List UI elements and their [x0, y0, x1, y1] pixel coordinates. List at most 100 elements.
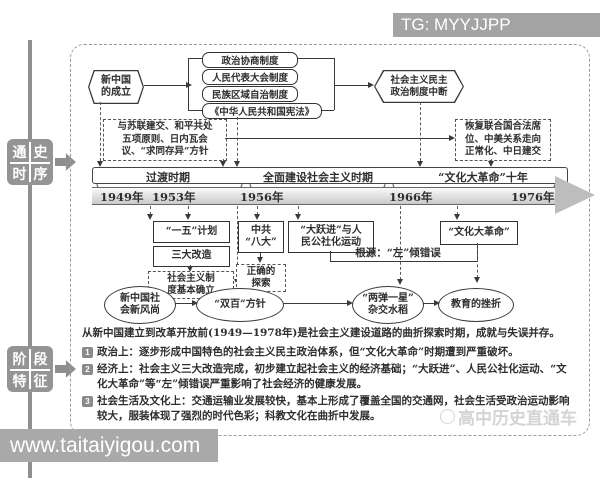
seal-char: 通 [10, 142, 29, 162]
brand-watermark: 高中历史直通车 [440, 404, 577, 429]
institution-box: 人民代表大会制度 [202, 69, 298, 85]
arrow-head-icon [453, 214, 460, 220]
great-leap-box: “大跃进”与人 民公社化运动 [288, 221, 374, 253]
arrow-head-icon [146, 214, 153, 220]
culture-oval: “双百”方针 [196, 288, 284, 322]
connector-line [423, 303, 437, 304]
seal-grid: 通 史 时 序 [10, 142, 50, 184]
connector-line [144, 85, 186, 86]
seal-char: 阶 [10, 349, 29, 369]
five-year-plan-box: “一五”计划 [153, 221, 230, 243]
arrow-head-icon [294, 214, 301, 220]
dashed-connector [477, 243, 478, 278]
dashed-connector [237, 206, 238, 280]
hexagon-founding: 新中国 的成立 [88, 70, 144, 104]
seal-char: 时 [10, 164, 29, 184]
early-diplomacy-box: 与苏联建交、和平共处 五项原则、日内瓦会 议、“求同存异”方针 [103, 119, 227, 161]
connector-line [188, 58, 202, 59]
summary-item-text: 经济上：社会主义三大改造完成，初步建立起社会主义的经济基础；“大跃进”、人民公社… [97, 363, 567, 390]
dashed-connector [237, 117, 238, 161]
seal-char: 段 [31, 349, 50, 369]
item-number-badge: 1 [82, 347, 93, 358]
summary-item: 1 政治上：逐步形成中国特色的社会主义民主政治体系，但“文化大革命”时期遭到严重… [82, 345, 570, 360]
connector-line [260, 252, 261, 259]
dashed-connector [100, 102, 101, 161]
connector-line [330, 251, 331, 261]
connector-line [330, 261, 477, 262]
dashed-connector [491, 159, 492, 162]
summary-item-text: 政治上：逐步形成中国特色的社会主义民主政治体系，但“文化大革命”时期遭到严重破坏… [97, 346, 519, 358]
timeline-arrowhead [555, 176, 595, 214]
arrow-head-icon [368, 81, 374, 88]
hexagon-interruption-label: 社会主义民主 政治制度中断 [375, 71, 463, 102]
seal-char: 征 [31, 371, 50, 391]
connector-line [334, 85, 368, 86]
dashed-connector [298, 206, 299, 215]
year-label: 1976年 [511, 190, 555, 204]
diagram-border [70, 44, 590, 436]
period-label: 过渡时期 [146, 171, 190, 184]
left-rail-line [28, 40, 32, 478]
tg-watermark-badge: TG: MYYJJPP [393, 13, 600, 37]
connector-line [225, 138, 449, 139]
institution-box: 政治协商制度 [202, 52, 298, 68]
cultural-revolution-box: “文化大革命” [440, 221, 518, 245]
arrow-head-icon [233, 161, 240, 167]
institution-box: 《中华人民共和国宪法》 [202, 103, 322, 119]
summary-intro: 从新中国建立到改革开放前(1949—1978年)是社会主义建设道路的曲折探索时期… [82, 327, 560, 339]
year-label: 1949年 [100, 190, 144, 204]
dashed-connector [420, 102, 421, 161]
year-label: 1953年 [152, 190, 196, 204]
summary-item: 3 社会生活及文化上：交通运输业发展较快，基本上形成了覆盖全国的交通网，社会生活… [82, 394, 570, 424]
general-history-seal: 通 史 时 序 [7, 139, 53, 185]
brand-logo-icon [440, 409, 455, 424]
site-watermark-badge: www.taitaiyigou.com [0, 429, 218, 462]
root-cause-label: 根源：“左”倾错误 [355, 247, 441, 259]
hexagon-interruption: 社会主义民主 政治制度中断 [374, 70, 464, 103]
connector-line [188, 58, 189, 110]
stage-features-seal: 阶 段 特 征 [7, 346, 53, 392]
period-label: 全面建设社会主义时期 [263, 171, 373, 184]
arrow-head-icon [473, 277, 480, 283]
eighth-congress-box: 中共 “八大” [238, 221, 284, 253]
arrow-head-icon [416, 161, 423, 167]
arrow-head-icon [434, 299, 440, 306]
arrow-head-icon [396, 279, 403, 285]
connector-line [283, 303, 349, 304]
summary-item-text: 社会生活及文化上：交通运输业发展较快，基本上形成了覆盖全国的交通网，社会生活受政… [97, 395, 570, 422]
arrow-head-icon [192, 299, 198, 306]
connector-line [321, 110, 334, 111]
item-number-badge: 2 [82, 364, 93, 375]
year-bar [92, 187, 556, 205]
arrow-head-icon [186, 81, 192, 88]
seal-char: 序 [31, 164, 50, 184]
dashed-connector [150, 206, 151, 215]
three-transformations-box: 三大改造 [153, 246, 230, 267]
arrow-head-icon [487, 161, 494, 167]
culture-oval: 新中国社 会新风尚 [104, 286, 176, 324]
arrow-head-icon [219, 161, 226, 167]
culture-oval: “两弹一星” 杂交水稻 [352, 286, 424, 324]
institution-box: 民族区域自治制度 [202, 86, 298, 102]
dashed-connector [400, 206, 401, 280]
item-number-badge: 3 [82, 396, 93, 407]
connector-line [175, 303, 193, 304]
year-label: 1956年 [240, 190, 284, 204]
dashed-connector [457, 206, 458, 215]
dashed-connector [188, 206, 189, 215]
period-bar [92, 167, 568, 184]
arrow-head-icon [256, 257, 263, 263]
arrow-head-icon [96, 161, 103, 167]
summary-item: 2 经济上：社会主义三大改造完成，初步建立起社会主义的经济基础；“大跃进”、人民… [82, 362, 570, 392]
seventies-diplomacy-box: 恢复联合国合法席 位、中美关系走向 正常化、中日建交 [455, 119, 551, 161]
seal-char: 史 [31, 142, 50, 162]
period-label: “文化大革命”十年 [438, 171, 528, 184]
seal-char: 特 [10, 371, 29, 391]
connector-line [334, 58, 335, 110]
arrow-head-icon [184, 214, 191, 220]
dashed-connector [257, 206, 258, 215]
arrow-head-icon [186, 266, 193, 272]
dashed-connector [223, 159, 224, 162]
stage-summary: 从新中国建立到改革开放前(1949—1978年)是社会主义建设道路的曲折探索时期… [82, 326, 570, 426]
